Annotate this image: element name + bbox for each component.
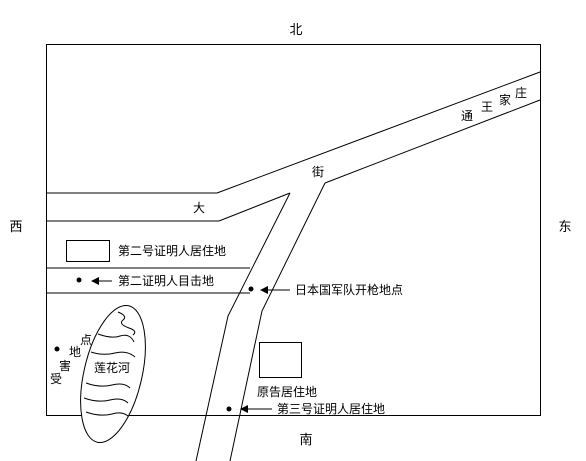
witness2-sighting-dot — [76, 277, 82, 283]
lotus-river-label: 莲花河 — [94, 360, 130, 375]
map-border — [46, 44, 541, 416]
victim-site-char-3: 地 — [69, 345, 81, 359]
victim-site-char-4: 点 — [80, 333, 92, 347]
west-avenue — [46, 192, 219, 222]
witness2-residence-label: 第二号证明人居住地 — [118, 244, 226, 258]
plaintiff-residence-building — [259, 342, 302, 378]
avenue-char-jie: 街 — [312, 165, 324, 179]
victim-site-dot — [54, 346, 60, 352]
village-char-2: 王 — [481, 100, 493, 114]
victim-site-char-2: 害 — [59, 358, 71, 373]
village-char-3: 家 — [499, 92, 511, 107]
lotus-river: 莲花河 — [80, 304, 146, 444]
witness2-residence-building — [66, 240, 110, 262]
north-label: 北 — [289, 23, 302, 38]
firing-point-dot — [248, 286, 254, 292]
firing-point-label: 日本国军队开枪地点 — [295, 282, 403, 297]
witness2-sighting-label: 第二证明人目击地 — [118, 274, 214, 288]
northeast-avenue — [216, 71, 541, 222]
west-lanes — [46, 267, 250, 294]
village-char-1: 通 — [461, 109, 473, 123]
west-label: 西 — [9, 220, 22, 235]
south-label: 南 — [299, 432, 312, 448]
plaintiff-residence-label: 原告居住地 — [257, 385, 317, 399]
witness3-residence-dot — [226, 406, 232, 412]
north-south-road — [195, 182, 326, 461]
east-label: 东 — [558, 220, 571, 235]
victim-site-char-1: 受 — [50, 372, 62, 386]
village-char-4: 庄 — [515, 85, 527, 100]
avenue-char-da: 大 — [193, 201, 205, 215]
witness3-residence-label: 第三号证明人居住地 — [277, 402, 385, 416]
